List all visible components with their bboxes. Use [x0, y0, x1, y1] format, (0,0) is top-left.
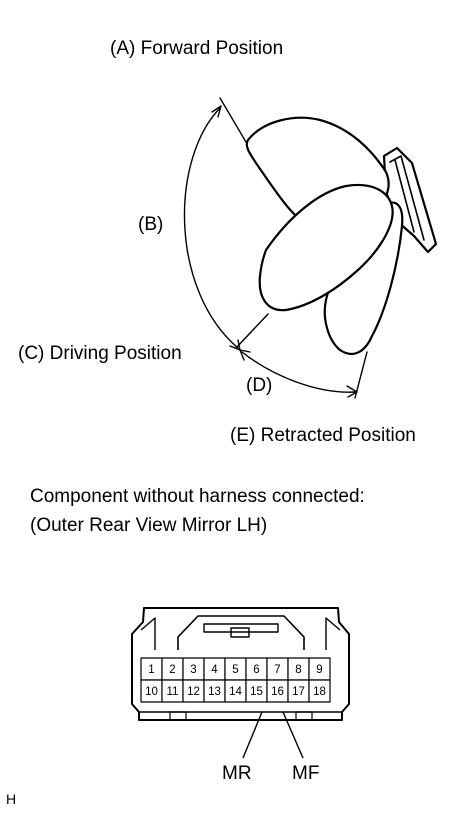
- component-caption-line2: (Outer Rear View Mirror LH): [30, 515, 268, 536]
- driving-reference-line: [235, 313, 269, 349]
- connector-right-guide: [325, 617, 341, 650]
- pin-number-7: 7: [274, 664, 280, 676]
- mr-callout-line: [242, 711, 263, 759]
- mf-callout-line: [282, 711, 304, 759]
- pin-number-17: 17: [292, 686, 305, 698]
- label-angle-b: (B): [138, 214, 164, 235]
- connector-latch: [230, 627, 250, 638]
- mirror-diagram: [183, 97, 438, 399]
- arc-b-arrow-top: [211, 105, 222, 118]
- arc-d-arrow-right: [346, 385, 358, 398]
- pin-number-11: 11: [167, 686, 179, 698]
- callout-mf: MF: [292, 763, 320, 784]
- pin-number-1: 1: [148, 664, 154, 676]
- connector-bottom-notch-left: [169, 711, 187, 721]
- mirror-mount-inner: [389, 155, 425, 241]
- footer-code: H: [6, 791, 17, 807]
- label-angle-d: (D): [246, 375, 273, 396]
- pin-number-6: 6: [253, 664, 259, 676]
- arc-b: [183, 107, 239, 349]
- label-retracted-position: (E) Retracted Position: [230, 425, 416, 446]
- connector-lock-tab: [177, 615, 305, 650]
- connector-bottom-notch-right: [295, 711, 313, 721]
- pin-number-4: 4: [211, 664, 218, 676]
- pin-number-12: 12: [187, 686, 200, 698]
- callout-mr: MR: [222, 763, 252, 784]
- pin-number-9: 9: [316, 664, 322, 676]
- pin-number-8: 8: [295, 664, 301, 676]
- connector-lock-inner: [203, 623, 279, 633]
- pin-number-14: 14: [229, 686, 242, 698]
- mirror-driving: [258, 183, 394, 312]
- pin-cell: [308, 679, 331, 703]
- pin-number-13: 13: [208, 686, 221, 698]
- pin-number-16: 16: [271, 686, 284, 698]
- label-forward-position: (A) Forward Position: [110, 38, 284, 59]
- connector-left-guide: [140, 617, 156, 650]
- arc-d: [241, 351, 356, 393]
- component-caption-line1: Component without harness connected:: [30, 486, 365, 507]
- pin-number-18: 18: [313, 686, 326, 698]
- pin-number-3: 3: [190, 664, 196, 676]
- arc-b-arrow-bottom: [229, 339, 241, 351]
- pin-number-10: 10: [145, 686, 158, 698]
- pin-number-15: 15: [250, 686, 263, 698]
- arc-d-arrow-left: [239, 349, 251, 361]
- pin-number-5: 5: [232, 664, 238, 676]
- label-driving-position: (C) Driving Position: [18, 343, 182, 364]
- pin-number-2: 2: [169, 664, 175, 676]
- forward-reference-line: [219, 97, 247, 143]
- retracted-reference-line: [354, 351, 368, 399]
